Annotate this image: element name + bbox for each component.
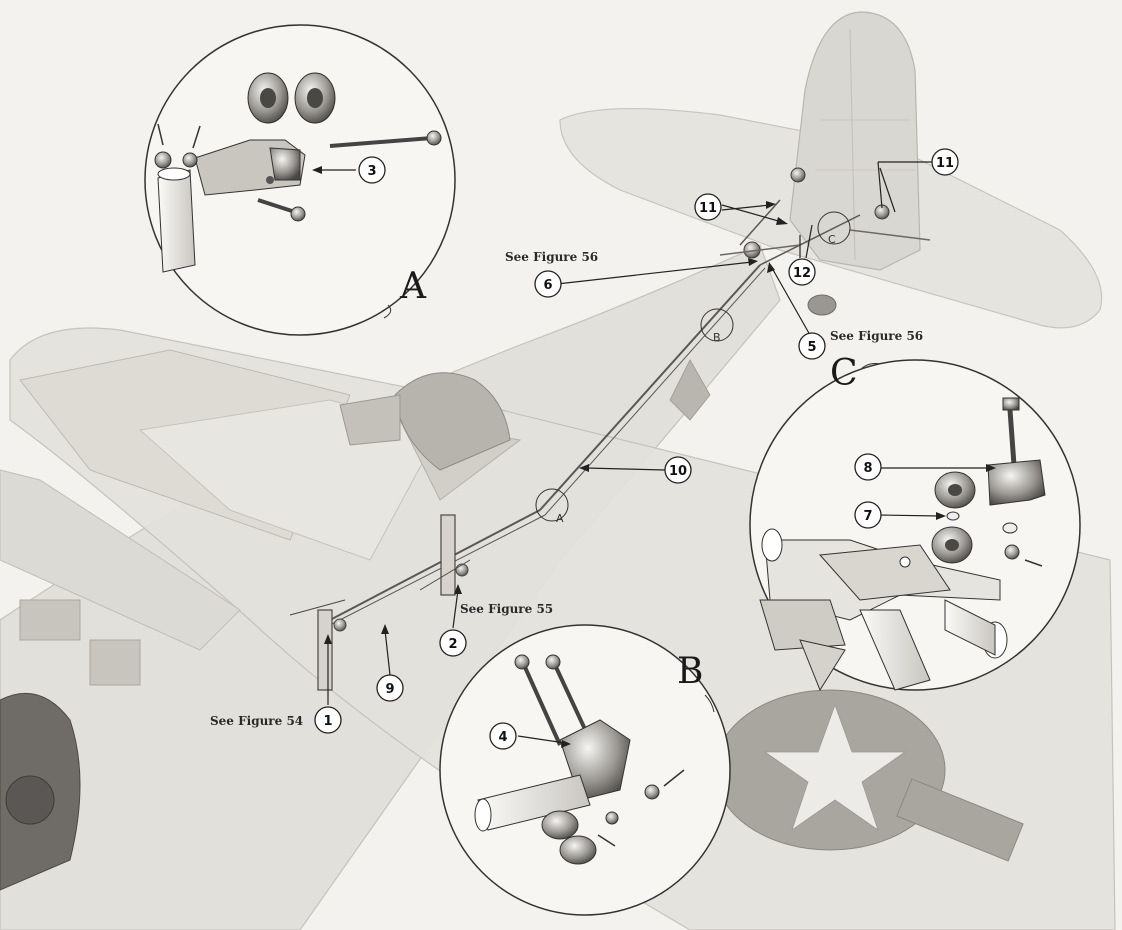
callout-2: 2 [439,629,467,657]
callout-9: 9 [376,674,404,702]
detail-b [439,624,731,916]
tail-hardware [719,167,931,259]
station-markers [535,211,851,522]
station-a-letter: A [556,512,564,525]
vertical-fin [789,11,921,271]
callout-6: 6 [534,270,562,298]
callout-4-number: 4 [498,730,507,745]
cable-10 [539,264,761,511]
reference-figure-54: See Figure 54 [210,714,303,728]
callout-11-right-number: 11 [936,156,954,171]
detail-a [144,24,456,336]
station-c-circle [817,211,851,245]
detail-b-letter: B [677,651,703,692]
callout-12-number: 12 [793,266,811,281]
station-c-letter: C [828,233,836,246]
star-insignia [714,689,1024,862]
reference-figure-56-top: See Figure 56 [505,250,598,264]
reference-figure-55: See Figure 55 [460,602,553,616]
callout-6-number: 6 [543,278,552,293]
callout-1-number: 1 [323,714,332,729]
callout-2-number: 2 [448,637,457,652]
callout-7: 7 [854,501,882,529]
detail-c-letter: C [830,353,858,394]
callout-10: 10 [664,456,692,484]
station-b-circle [700,308,734,342]
station-b-letter: B [713,331,721,344]
station-a-circle [535,488,569,522]
callout-1: 1 [314,706,342,734]
callout-4: 4 [489,722,517,750]
leader-lines [327,161,932,705]
detail-c [749,359,1081,692]
callout-10-number: 10 [669,464,687,479]
callout-7-number: 7 [863,509,872,524]
cable-run [329,199,861,626]
callout-11-left-number: 11 [699,201,717,216]
callout-8: 8 [854,453,882,481]
detail-a-letter: A [399,266,427,307]
callout-5-number: 5 [807,340,816,355]
callout-9-number: 9 [385,682,394,697]
callouts: 1 2 3 4 5 6 7 8 [314,148,959,750]
callout-8-number: 8 [863,461,872,476]
callout-5: 5 [798,332,826,360]
callout-11-right: 11 [931,148,959,176]
reference-figure-56-right: See Figure 56 [830,329,923,343]
callout-3-number: 3 [367,164,376,179]
callout-3: 3 [358,156,386,184]
callout-11-left: 11 [694,193,722,221]
leader-arrowheads [324,201,788,644]
callout-12: 12 [788,258,816,286]
